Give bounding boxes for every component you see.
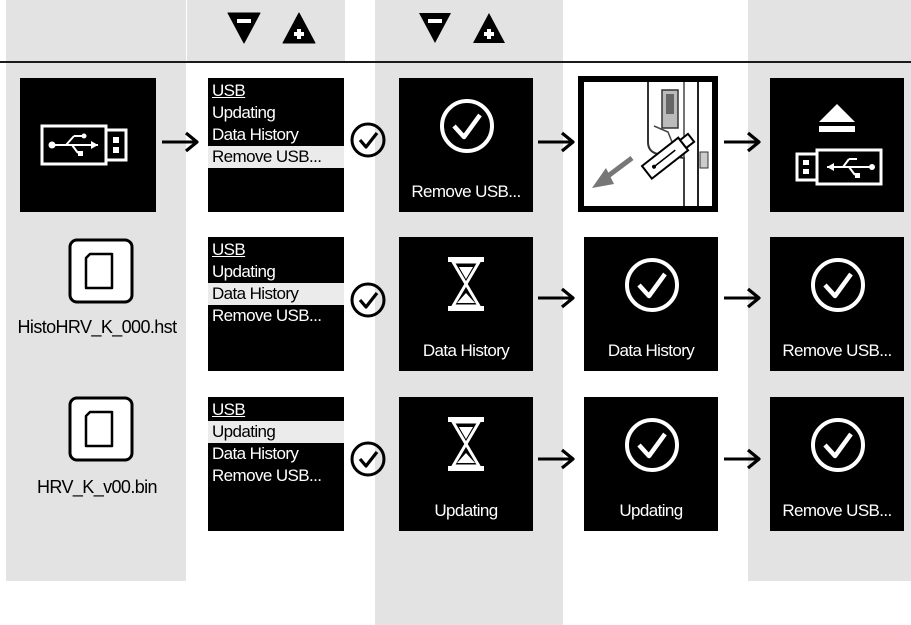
screen-label: Remove USB... (782, 341, 892, 360)
done-screen: Data History (584, 237, 718, 371)
down-minus-triangle-icon (419, 13, 451, 43)
check-circle-icon (811, 258, 865, 312)
screen-label: Data History (607, 341, 695, 360)
check-circle-icon (811, 418, 865, 472)
screen-label: Data History (422, 341, 510, 360)
menu-item-updating[interactable]: Updating (212, 262, 276, 281)
up-plus-triangle-icon (473, 13, 505, 43)
column-panel-menu (187, 0, 345, 61)
check-circle-icon (625, 258, 679, 312)
screen-label: Updating (434, 501, 498, 520)
hourglass-icon (448, 257, 484, 311)
check-circle-icon (625, 418, 679, 472)
check-circle-icon (350, 282, 386, 318)
screen-label: Updating (619, 501, 683, 520)
menu-item-data-history[interactable]: Data History (212, 125, 299, 144)
remove-usb-photo-icon (584, 82, 712, 206)
menu-screen: USB Updating Data History Remove USB... (208, 78, 344, 212)
menu-item-remove-usb[interactable]: Remove USB... (212, 306, 322, 325)
arrow-right-icon (538, 287, 575, 309)
menu-item-updating[interactable]: Updating (212, 103, 276, 122)
hourglass-icon (448, 417, 484, 471)
menu-item-data-history[interactable]: Data History (212, 444, 299, 463)
menu-screen: USB Updating Data History Remove USB... (208, 397, 344, 531)
screen-label: Remove USB... (411, 182, 521, 201)
menu-screen: USB Updating Data History Remove USB... (208, 237, 344, 371)
menu-item-usb[interactable]: USB (212, 400, 246, 419)
file-icon (68, 396, 134, 462)
menu-item-data-history[interactable]: Data History (208, 283, 344, 305)
arrow-right-icon (724, 287, 761, 309)
menu-item-remove-usb[interactable]: Remove USB... (212, 466, 322, 485)
usb-drive-screen (20, 78, 156, 212)
eject-usb-screen (770, 78, 904, 212)
file-name: HistoHRV_K_000.hst (17, 317, 178, 337)
confirm-screen: Remove USB... (399, 78, 533, 212)
file-name: HRV_K_v00.bin (37, 477, 158, 497)
header-divider (0, 61, 911, 63)
done-screen: Remove USB... (770, 397, 904, 531)
eject-usb-icon (795, 104, 883, 186)
usb-drive-icon (40, 124, 128, 166)
down-minus-triangle-icon (227, 12, 261, 44)
up-plus-triangle-icon (282, 12, 316, 44)
screen-label: Remove USB... (782, 501, 892, 520)
done-screen: Updating (584, 397, 718, 531)
menu-item-remove-usb[interactable]: Remove USB... (208, 146, 344, 168)
file-icon (68, 238, 134, 304)
arrow-right-icon (724, 131, 761, 153)
progress-screen: Data History (399, 237, 533, 371)
check-circle-icon (350, 122, 386, 158)
arrow-right-icon (538, 131, 575, 153)
arrow-right-icon (724, 448, 761, 470)
remove-usb-photo (578, 76, 718, 212)
menu-item-usb[interactable]: USB (212, 240, 246, 259)
arrow-right-icon (162, 131, 199, 153)
done-screen: Remove USB... (770, 237, 904, 371)
menu-item-usb[interactable]: USB (212, 81, 246, 100)
arrow-right-icon (538, 448, 575, 470)
check-circle-icon (350, 441, 386, 477)
check-circle-icon (440, 99, 494, 153)
menu-item-updating[interactable]: Updating (208, 421, 344, 443)
progress-screen: Updating (399, 397, 533, 531)
